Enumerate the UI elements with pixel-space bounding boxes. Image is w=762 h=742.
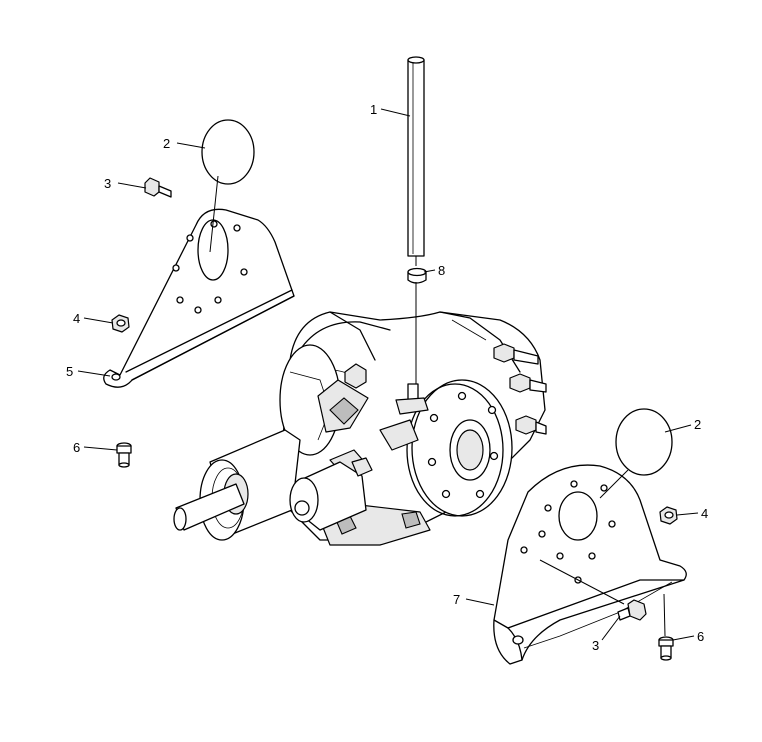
part-bolt-right <box>617 599 647 621</box>
callout-6-left: 6 <box>73 440 80 455</box>
callout-6-right: 6 <box>697 629 704 644</box>
part-cover-disc-left <box>201 119 255 185</box>
callout-4-right: 4 <box>701 506 708 521</box>
part-nut-left <box>111 314 130 333</box>
callout-5: 5 <box>66 364 73 379</box>
callout-4-left: 4 <box>73 311 80 326</box>
callout-8: 8 <box>438 263 445 278</box>
leader-lines <box>77 108 699 641</box>
callout-2-right: 2 <box>694 417 701 432</box>
callout-3-left: 3 <box>104 176 111 191</box>
callout-labels: 1 2 3 4 5 6 8 2 4 7 3 6 <box>66 102 708 653</box>
part-pin-left <box>116 442 132 468</box>
part-gearbox-housing <box>173 311 547 546</box>
part-bolt-left <box>144 177 172 198</box>
part-cover-disc-right <box>615 408 673 476</box>
part-bracket-right <box>493 464 687 665</box>
callout-7: 7 <box>453 592 460 607</box>
part-plug <box>407 267 427 284</box>
part-nut-right <box>659 506 678 525</box>
callout-3-right: 3 <box>592 638 599 653</box>
callout-1: 1 <box>370 102 377 117</box>
part-bracket-left <box>103 208 295 388</box>
part-rod <box>407 56 425 257</box>
callout-2-left: 2 <box>163 136 170 151</box>
part-pin-right <box>658 636 674 661</box>
